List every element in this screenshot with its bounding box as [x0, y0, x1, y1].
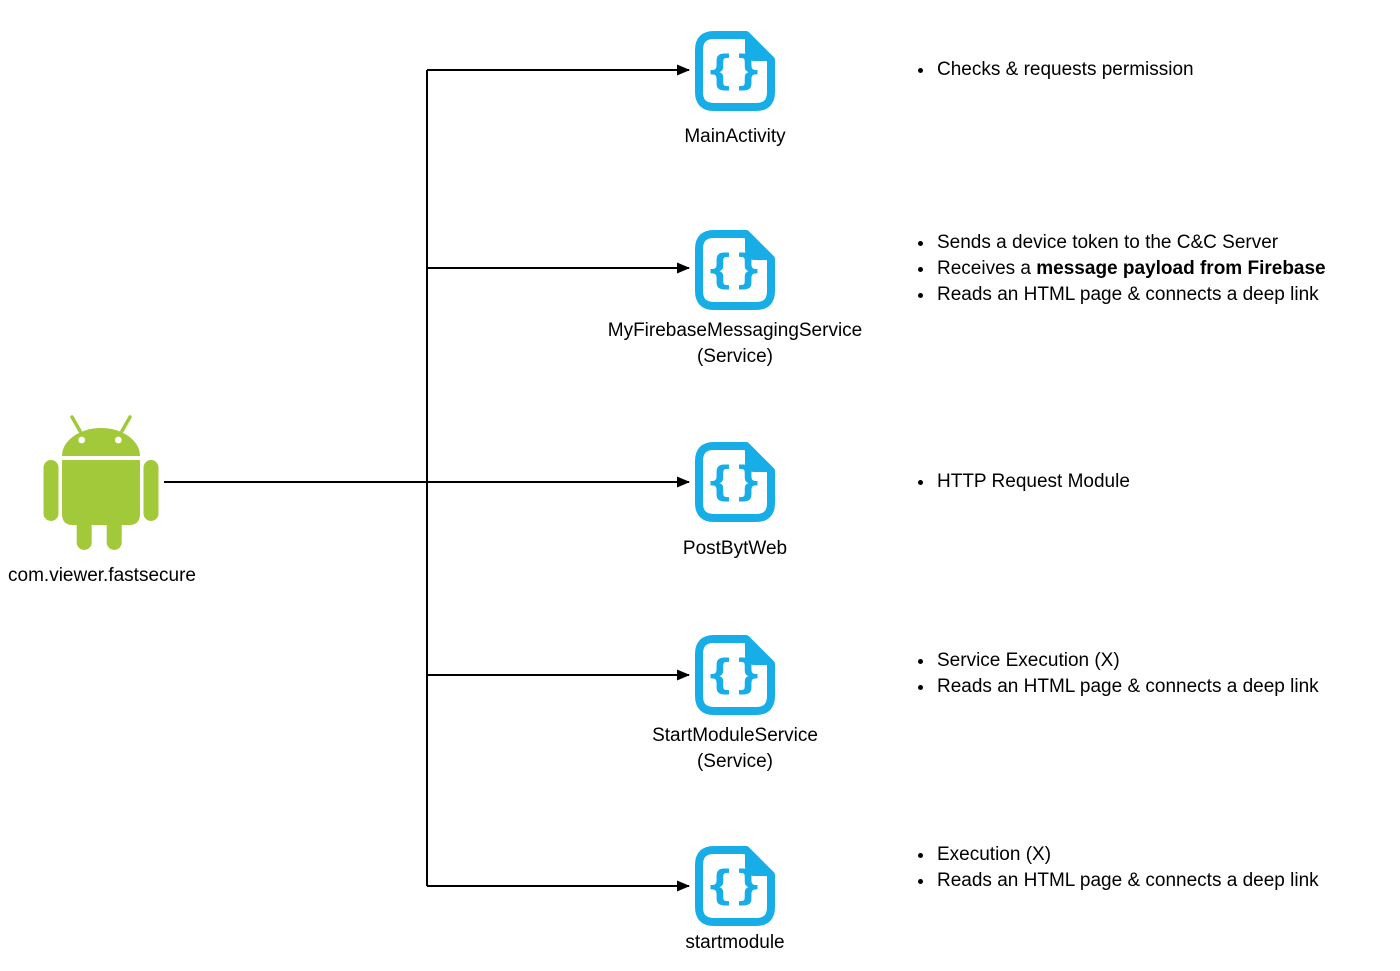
bullet-list-myfirebasemessagingservice: Sends a device token to the C&C Server R…: [913, 230, 1326, 308]
svg-text:{}: {}: [706, 863, 763, 909]
json-file-icon: {}: [693, 633, 777, 717]
package-label: com.viewer.fastsecure: [8, 565, 196, 586]
bullet-item: Sends a device token to the C&C Server: [935, 230, 1326, 256]
bullet-item: Checks & requests permission: [935, 57, 1194, 83]
json-file-icon: {}: [693, 440, 777, 524]
svg-text:{}: {}: [706, 459, 763, 505]
json-file-icon: {}: [693, 29, 777, 113]
node-label-mainactivity: MainActivity: [684, 126, 786, 147]
node-label-startmodule: startmodule: [685, 932, 785, 953]
node-label-startmoduleservice: StartModuleService (Service): [555, 723, 915, 775]
node-label-postbytweb: PostBytWeb: [682, 538, 788, 559]
node-sublabel: (Service): [696, 751, 773, 772]
node-label-myfirebasemessagingservice: MyFirebaseMessagingService (Service): [555, 318, 915, 370]
node-sublabel: (Service): [696, 346, 773, 367]
bullet-item: Reads an HTML page & connects a deep lin…: [935, 282, 1326, 308]
bullet-item: Service Execution (X): [935, 648, 1319, 674]
json-file-icon: {}: [693, 844, 777, 928]
svg-text:{}: {}: [706, 247, 763, 293]
bullet-list-postbytweb: HTTP Request Module: [913, 469, 1130, 495]
bullet-item: Reads an HTML page & connects a deep lin…: [935, 674, 1319, 700]
package-node: [40, 412, 162, 554]
bullet-list-mainactivity: Checks & requests permission: [913, 57, 1194, 83]
bullet-item: HTTP Request Module: [935, 469, 1130, 495]
android-robot-icon: [43, 415, 159, 550]
bullet-item: Reads an HTML page & connects a deep lin…: [935, 868, 1319, 894]
json-file-icon: {}: [693, 228, 777, 312]
svg-text:{}: {}: [706, 652, 763, 698]
bullet-item: Execution (X): [935, 842, 1319, 868]
svg-text:{}: {}: [706, 48, 763, 94]
bullet-item: Receives a message payload from Firebase: [935, 256, 1326, 282]
bullet-list-startmodule: Execution (X) Reads an HTML page & conne…: [913, 842, 1319, 894]
bullet-list-startmoduleservice: Service Execution (X) Reads an HTML page…: [913, 648, 1319, 700]
